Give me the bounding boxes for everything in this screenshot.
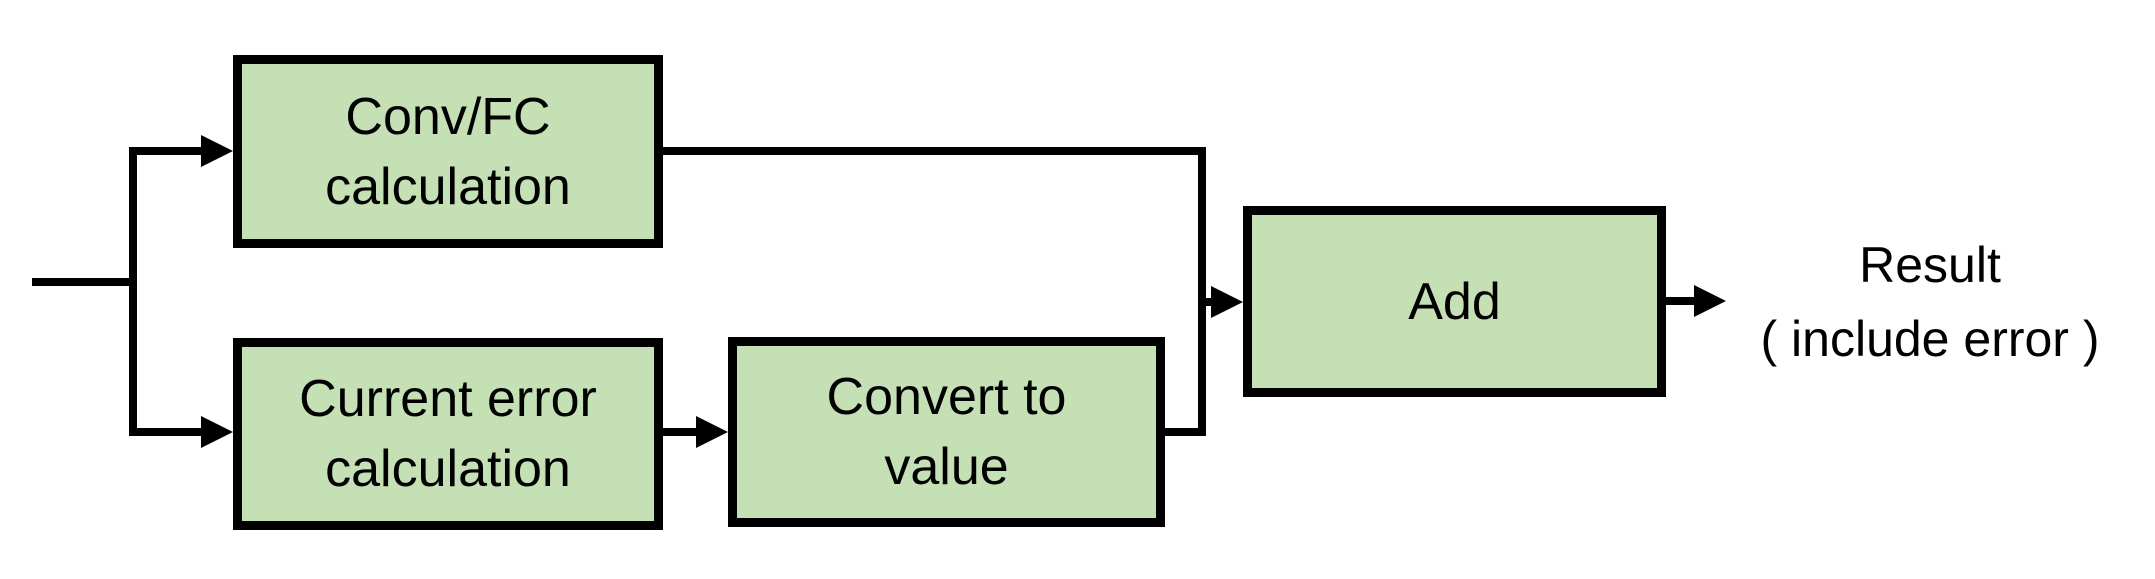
arrowhead-icon	[201, 135, 233, 167]
node-label-line: Conv/FC	[345, 87, 551, 146]
node-conv-fc-calculation: Conv/FC calculation	[233, 55, 663, 248]
result-label: Result ( include error )	[1720, 228, 2140, 376]
arrowhead-icon	[696, 416, 728, 448]
node-label-line: calculation	[325, 440, 571, 498]
node-label-line: Convert to	[826, 368, 1067, 426]
node-label-line: value	[884, 438, 1009, 496]
convert-to-merge-line	[1165, 428, 1206, 436]
result-label-line: Result	[1859, 237, 2001, 293]
input-branch-vertical-line	[129, 147, 137, 436]
node-add: Add	[1243, 206, 1666, 397]
conv-fc-to-merge-line	[663, 147, 1206, 155]
branch-to-conv-fc-line	[129, 147, 205, 155]
merge-to-add-line	[1198, 298, 1215, 306]
branch-to-current-error-line	[129, 428, 205, 436]
node-label-line: Add	[1408, 272, 1501, 331]
merge-vertical-line	[1198, 147, 1206, 436]
arrowhead-icon	[1211, 286, 1243, 318]
input-line	[32, 278, 137, 286]
result-label-line: ( include error )	[1760, 311, 2100, 367]
current-error-to-convert-line	[663, 428, 700, 436]
node-label-line: calculation	[325, 157, 571, 216]
add-output-line	[1666, 297, 1698, 305]
arrowhead-icon	[1694, 285, 1726, 317]
node-current-error-calculation: Current error calculation	[233, 338, 663, 530]
node-label-line: Current error	[299, 370, 597, 428]
node-convert-to-value: Convert to value	[728, 337, 1165, 527]
arrowhead-icon	[201, 416, 233, 448]
